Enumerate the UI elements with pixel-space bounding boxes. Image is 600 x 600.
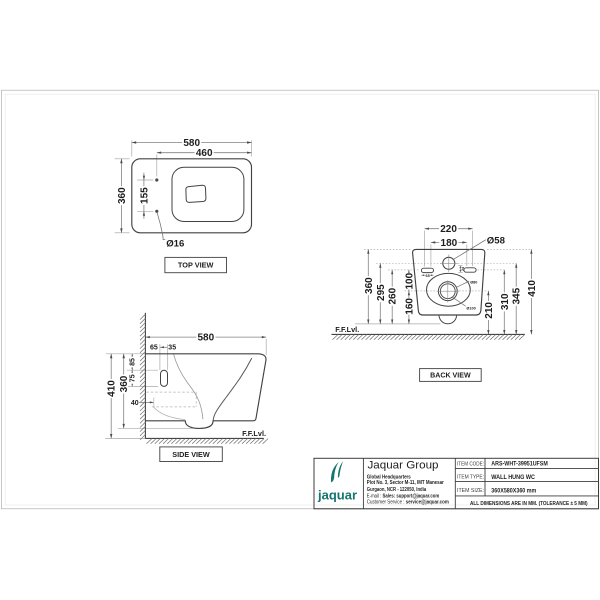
svg-text:F.F.Lvl.: F.F.Lvl.	[335, 325, 359, 334]
svg-text:210: 210	[484, 302, 495, 319]
svg-text:40: 40	[131, 400, 139, 407]
svg-text:220: 220	[440, 224, 457, 235]
svg-text:155: 155	[139, 187, 150, 204]
svg-text:410: 410	[107, 380, 118, 397]
svg-text:580: 580	[183, 138, 200, 149]
svg-text:295: 295	[376, 284, 387, 301]
svg-text:35: 35	[168, 345, 176, 352]
svg-text:360: 360	[117, 187, 128, 204]
svg-text:ITEM SIZE:: ITEM SIZE:	[457, 488, 484, 494]
svg-text:Ø80: Ø80	[470, 280, 477, 284]
svg-text:360X580X360 mm: 360X580X360 mm	[491, 487, 536, 494]
svg-text:jaquar: jaquar	[317, 488, 357, 503]
svg-text:260: 260	[388, 287, 399, 304]
svg-text:ALL DIMENSIONS ARE IN MM. (TOL: ALL DIMENSIONS ARE IN MM. (TOLERANCE ± 5…	[470, 501, 588, 507]
svg-text:Global Headquarters: Global Headquarters	[367, 474, 411, 480]
svg-text:ARS-WHT-39951UFSM: ARS-WHT-39951UFSM	[491, 461, 548, 468]
svg-text:E-mail : Sales: support@jaquar: E-mail : Sales: support@jaquar.com	[367, 494, 439, 500]
svg-text:Jaquar Group: Jaquar Group	[368, 460, 439, 472]
svg-text:Gurgaon, NCR - 122050, India: Gurgaon, NCR - 122050, India	[367, 487, 427, 493]
svg-text:75: 75	[130, 374, 137, 382]
svg-text:ITEM TYPE:: ITEM TYPE:	[457, 475, 484, 481]
svg-text:360: 360	[119, 375, 130, 392]
svg-text:180: 180	[441, 238, 458, 249]
svg-text:410: 410	[527, 280, 538, 297]
svg-text:BACK VIEW: BACK VIEW	[430, 371, 471, 380]
svg-text:65: 65	[150, 345, 158, 352]
svg-text:460: 460	[196, 148, 213, 159]
svg-text:F.F.Lvl.: F.F.Lvl.	[242, 429, 266, 438]
svg-text:SIDE VIEW: SIDE VIEW	[172, 450, 210, 459]
svg-text:360: 360	[364, 277, 375, 294]
svg-text:160: 160	[404, 298, 415, 315]
svg-text:ITEM CODE:: ITEM CODE:	[457, 461, 484, 467]
svg-text:85: 85	[130, 358, 137, 366]
svg-text:Plot No. 3, Sector M-11, IMT M: Plot No. 3, Sector M-11, IMT Manesar	[367, 480, 445, 486]
svg-text:580: 580	[197, 333, 214, 344]
svg-text:100: 100	[404, 272, 415, 289]
svg-text:65: 65	[425, 274, 429, 278]
svg-text:Ø100: Ø100	[466, 306, 475, 310]
svg-text:WALL HUNG WC: WALL HUNG WC	[491, 474, 535, 481]
svg-text:345: 345	[512, 287, 523, 304]
svg-text:310: 310	[500, 293, 511, 310]
svg-text:Ø58: Ø58	[487, 236, 506, 247]
svg-text:TOP VIEW: TOP VIEW	[178, 261, 214, 270]
svg-text:Ø16: Ø16	[166, 238, 184, 249]
svg-text:24: 24	[461, 267, 465, 271]
svg-text:Customer Service : service@jaq: Customer Service : service@jaquar.com	[367, 499, 449, 505]
